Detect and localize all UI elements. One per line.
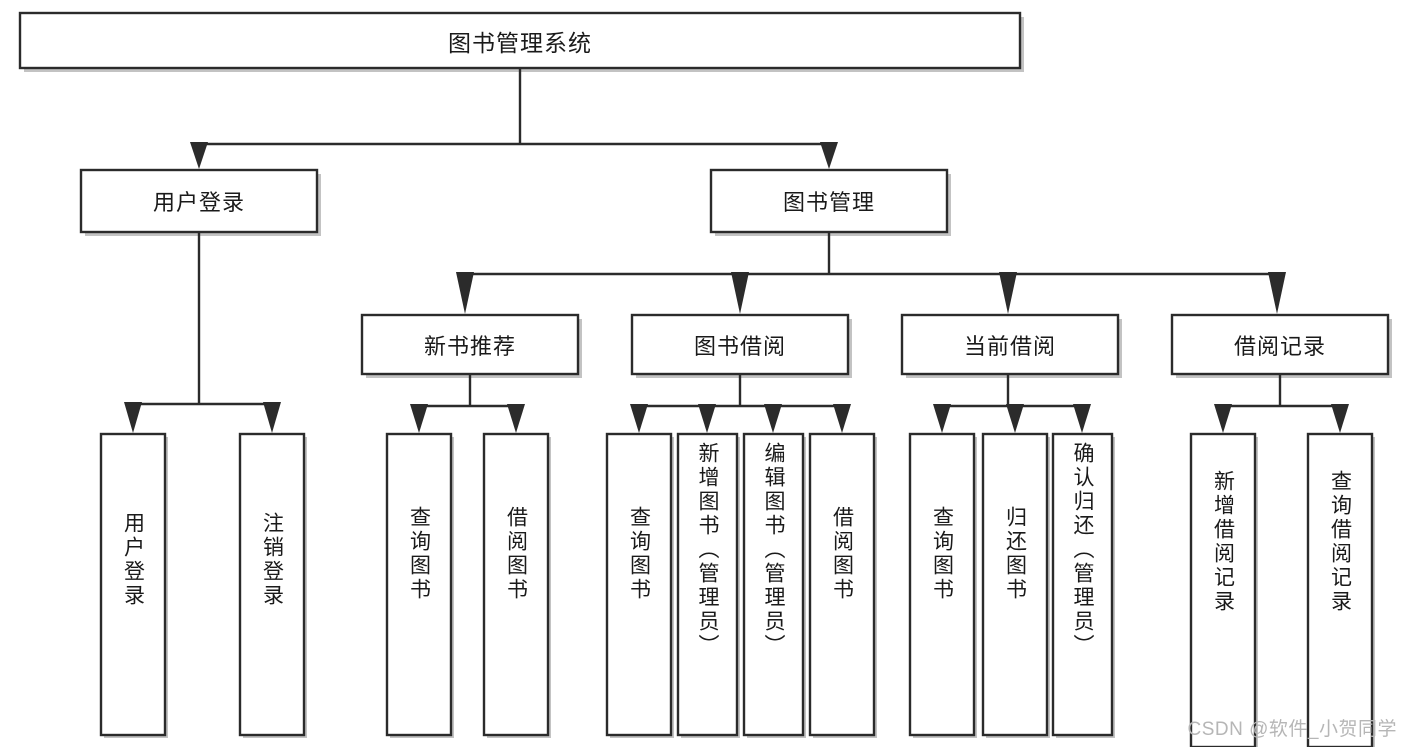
arrow-to-book-manage	[820, 142, 838, 169]
arrow-to-leaf-return-book	[1006, 404, 1024, 433]
node-leaf-return-book[interactable]	[981, 432, 1049, 737]
node-leaf-user-logout[interactable]	[238, 432, 306, 737]
node-new-book-recommend[interactable]	[360, 313, 580, 376]
node-root[interactable]	[18, 11, 1022, 70]
node-leaf-query-book-2[interactable]	[605, 432, 673, 737]
arrow-to-leaf-confirm-return	[1073, 404, 1091, 433]
arrow-to-leaf-user-logout	[263, 402, 281, 433]
node-book-borrow[interactable]	[630, 313, 850, 376]
arrow-to-leaf-query-book-3	[933, 404, 951, 433]
arrow-to-borrow-record	[1268, 272, 1286, 314]
arrow-to-leaf-user-login	[124, 402, 142, 433]
arrow-to-user-login	[190, 142, 208, 169]
arrow-to-leaf-add-record	[1214, 404, 1232, 433]
arrow-to-leaf-query-book-2	[630, 404, 648, 433]
node-leaf-query-book-1[interactable]	[385, 432, 453, 737]
arrow-to-leaf-query-record	[1331, 404, 1349, 433]
arrow-to-leaf-add-book	[698, 404, 716, 433]
node-leaf-confirm-return[interactable]	[1051, 432, 1114, 737]
node-rects	[18, 11, 1390, 747]
arrow-to-current-borrow	[999, 272, 1017, 314]
arrow-to-leaf-borrow-book-2	[833, 404, 851, 433]
node-leaf-add-book[interactable]	[676, 432, 739, 737]
arrow-to-book-borrow	[731, 272, 749, 314]
node-book-manage[interactable]	[709, 168, 949, 234]
node-leaf-query-record[interactable]	[1306, 432, 1374, 747]
node-borrow-record[interactable]	[1170, 313, 1390, 376]
node-leaf-add-record[interactable]	[1189, 432, 1257, 747]
arrow-to-leaf-edit-book	[764, 404, 782, 433]
node-user-login[interactable]	[79, 168, 319, 234]
node-current-borrow[interactable]	[900, 313, 1120, 376]
node-leaf-edit-book[interactable]	[742, 432, 805, 737]
node-leaf-borrow-book-2[interactable]	[808, 432, 876, 737]
node-leaf-borrow-book-1[interactable]	[482, 432, 550, 737]
arrow-to-new-book-recommend	[456, 272, 474, 314]
arrow-to-leaf-query-book-1	[410, 404, 428, 433]
node-leaf-query-book-3[interactable]	[908, 432, 976, 737]
node-leaf-user-login[interactable]	[99, 432, 167, 737]
arrow-to-leaf-borrow-book-1	[507, 404, 525, 433]
connectors	[124, 68, 1349, 433]
